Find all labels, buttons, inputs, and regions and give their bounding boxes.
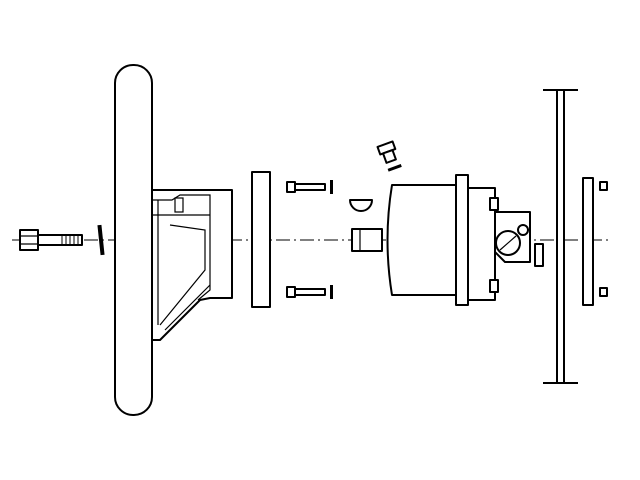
lower-bolt (286, 285, 333, 299)
left-bolt (19, 229, 83, 251)
steering-wheel (114, 64, 153, 416)
upper-bolt (286, 180, 333, 194)
woodruff-key (349, 199, 373, 212)
left-washer (97, 224, 105, 256)
small-bolt (376, 140, 402, 172)
back-plate (582, 177, 608, 306)
helm-pump (351, 174, 544, 306)
wheel-hub (151, 189, 233, 341)
adapter-plate (251, 171, 271, 308)
dashboard-panel (543, 89, 578, 384)
